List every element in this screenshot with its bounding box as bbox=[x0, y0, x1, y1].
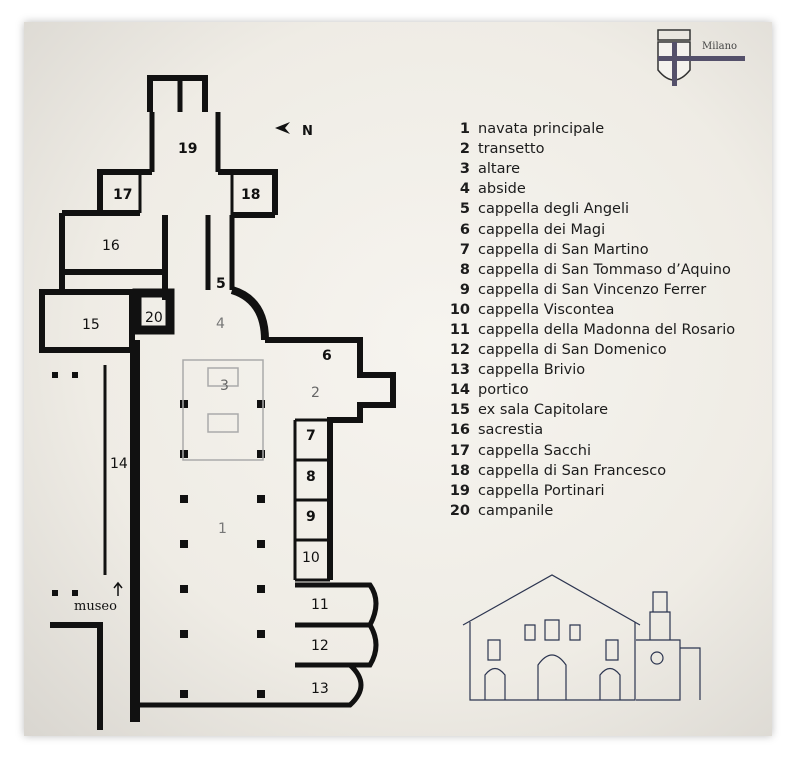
legend-item: 5 cappella degli Angeli bbox=[446, 199, 735, 219]
legend-label: cappella di San Vincenzo Ferrer bbox=[478, 281, 707, 298]
legend-label: ex sala Capitolare bbox=[478, 402, 609, 419]
legend-label: navata principale bbox=[478, 121, 605, 138]
room-label-18: 18 bbox=[241, 187, 260, 203]
legend-number: 19 bbox=[449, 482, 470, 499]
room-label-1: 1 bbox=[218, 521, 227, 537]
legend-label: cappella di San Domenico bbox=[478, 342, 667, 359]
legend-label: cappella Viscontea bbox=[478, 301, 615, 318]
legend-item: 7 cappella di San Martino bbox=[446, 240, 735, 260]
legend-label: cappella Portinari bbox=[478, 482, 605, 499]
legend-number: 7 bbox=[459, 241, 470, 258]
legend-number: 1 bbox=[459, 121, 470, 138]
museum-arrow-icon bbox=[113, 581, 123, 596]
legend-label: cappella Sacchi bbox=[478, 442, 591, 459]
legend-number: 3 bbox=[459, 161, 470, 178]
room-label-5: 5 bbox=[216, 276, 226, 292]
legend-number: 18 bbox=[449, 462, 470, 479]
legend-label: cappella di San Francesco bbox=[478, 462, 667, 479]
nave-pillars bbox=[52, 372, 265, 698]
legend-item: 6 cappella dei Magi bbox=[446, 219, 735, 239]
room-label-9: 9 bbox=[306, 509, 316, 525]
legend-item: 15 ex sala Capitolare bbox=[446, 400, 735, 420]
legend-label: cappella Brivio bbox=[478, 362, 586, 379]
legend-label: sacrestia bbox=[478, 422, 544, 439]
legend-item: 3 altare bbox=[446, 159, 735, 179]
legend-item: 10 cappella Viscontea bbox=[446, 300, 735, 320]
legend-item: 12 cappella di San Domenico bbox=[446, 340, 735, 360]
legend-label: cappella di San Martino bbox=[478, 241, 649, 258]
milano-crest-icon bbox=[657, 29, 745, 86]
museo-label: museo bbox=[74, 599, 117, 614]
legend-label: campanile bbox=[478, 502, 554, 519]
room-label-11: 11 bbox=[311, 597, 329, 613]
room-label-2: 2 bbox=[311, 385, 320, 401]
room-label-7: 7 bbox=[306, 428, 316, 444]
room-label-6: 6 bbox=[322, 348, 332, 364]
legend-number: 11 bbox=[449, 321, 470, 338]
legend-item: 14 portico bbox=[446, 380, 735, 400]
legend-item: 18 cappella di San Francesco bbox=[446, 461, 735, 481]
legend-label: cappella degli Angeli bbox=[478, 201, 630, 218]
north-arrow-icon bbox=[275, 122, 290, 134]
legend-number: 6 bbox=[459, 221, 470, 238]
room-label-3: 3 bbox=[220, 378, 229, 394]
legend-number: 2 bbox=[459, 141, 470, 158]
legend-number: 14 bbox=[449, 382, 470, 399]
legend-label: transetto bbox=[478, 141, 545, 158]
legend-label: cappella di San Tommaso d’Aquino bbox=[478, 261, 731, 278]
legend-item: 19 cappella Portinari bbox=[446, 481, 735, 501]
room-label-14: 14 bbox=[110, 456, 128, 472]
legend-item: 1 navata principale bbox=[446, 119, 735, 139]
legend-number: 12 bbox=[449, 342, 470, 359]
north-label: N bbox=[302, 124, 313, 139]
legend-item: 16 sacrestia bbox=[446, 420, 735, 440]
legend-item: 8 cappella di San Tommaso d’Aquino bbox=[446, 260, 735, 280]
room-label-4: 4 bbox=[216, 316, 225, 332]
legend-item: 11 cappella della Madonna del Rosario bbox=[446, 320, 735, 340]
legend-label: abside bbox=[478, 181, 526, 198]
room-label-10: 10 bbox=[302, 550, 320, 566]
legend-label: cappella dei Magi bbox=[478, 221, 606, 238]
legend-item: 2 transetto bbox=[446, 139, 735, 159]
legend-number: 16 bbox=[449, 422, 470, 439]
legend-number: 15 bbox=[449, 402, 470, 419]
legend-item: 13 cappella Brivio bbox=[446, 360, 735, 380]
crest-label: Milano bbox=[702, 41, 738, 52]
legend-number: 4 bbox=[459, 181, 470, 198]
legend-item: 4 abside bbox=[446, 179, 735, 199]
room-labels: 19 17 18 16 15 20 5 4 3 2 6 7 8 9 10 11 … bbox=[82, 141, 332, 697]
room-label-15: 15 bbox=[82, 317, 100, 333]
legend-label: portico bbox=[478, 382, 529, 399]
legend-number: 8 bbox=[459, 261, 470, 278]
legend-item: 17 cappella Sacchi bbox=[446, 441, 735, 461]
church-facade-drawing bbox=[462, 574, 701, 701]
legend-number: 17 bbox=[449, 442, 470, 459]
room-label-13: 13 bbox=[311, 681, 329, 697]
legend-number: 10 bbox=[449, 301, 470, 318]
legend-item: 9 cappella di San Vincenzo Ferrer bbox=[446, 280, 735, 300]
legend-number: 5 bbox=[459, 201, 470, 218]
altar-outlines bbox=[182, 359, 264, 461]
legend-number: 9 bbox=[459, 281, 470, 298]
legend-label: altare bbox=[478, 161, 521, 178]
room-label-17: 17 bbox=[113, 187, 132, 203]
room-label-12: 12 bbox=[311, 638, 329, 654]
plan-walls bbox=[39, 75, 396, 730]
legend-number: 20 bbox=[449, 502, 470, 519]
room-label-19: 19 bbox=[178, 141, 197, 157]
legend-number: 13 bbox=[449, 362, 470, 379]
room-label-8: 8 bbox=[306, 469, 316, 485]
legend-item: 20 campanile bbox=[446, 501, 735, 521]
room-label-16: 16 bbox=[102, 238, 120, 254]
map-paper bbox=[24, 22, 772, 736]
legend-label: cappella della Madonna del Rosario bbox=[478, 321, 736, 338]
room-label-20: 20 bbox=[145, 310, 163, 326]
